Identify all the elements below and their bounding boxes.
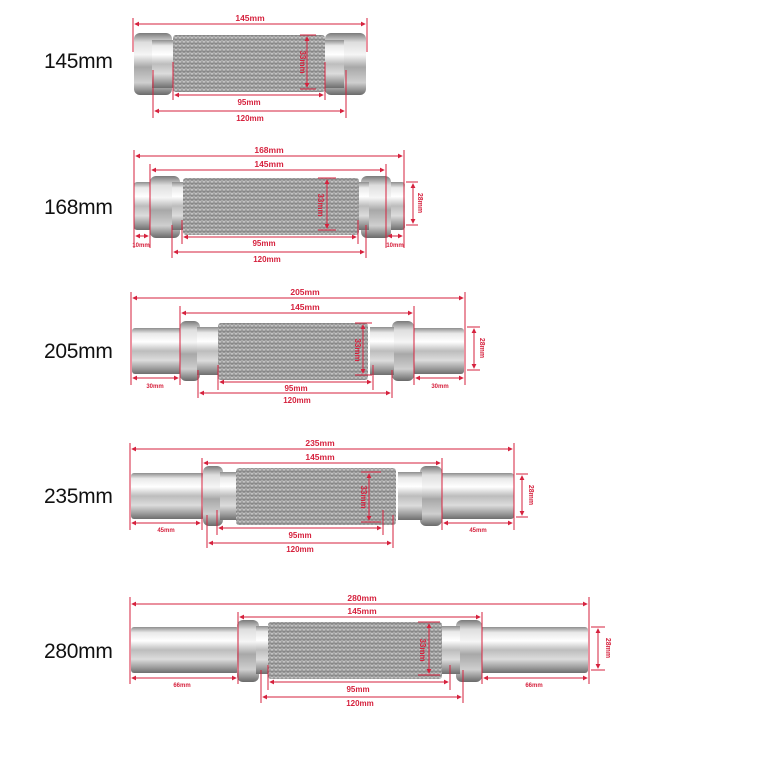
inner-length-label: 120mm (346, 699, 374, 708)
size-label-205: 205mm (44, 340, 113, 363)
grip-diameter-label: 33mm (359, 485, 368, 508)
overall-length-label: 235mm (305, 438, 335, 448)
left-end-length-label: 10mm (132, 243, 149, 249)
grip-diameter-label: 33mm (418, 638, 427, 661)
right-end-length-label: 66mm (525, 683, 542, 689)
right-end-length-label: 45mm (469, 528, 486, 534)
inner-length-label: 120mm (283, 396, 311, 405)
grip-diameter-label: 33mm (316, 193, 325, 216)
grip-diameter-label: 33mm (353, 338, 362, 361)
size-label-145: 145mm (44, 50, 113, 73)
handle-205: 205mm 145mm 30mm 30mm 95mm 120mm 33mm 28… (130, 287, 485, 405)
sleeve-length-label: 145mm (254, 159, 284, 169)
end-diameter-label: 28mm (478, 338, 485, 358)
sleeve-length-label: 145mm (305, 452, 335, 462)
handle-145: 145mm 95mm 120mm 33mm (132, 13, 368, 123)
knurl-length-label: 95mm (346, 685, 369, 694)
grip-diameter-label: 33mm (298, 50, 307, 73)
overall-length-label: 168mm (254, 145, 284, 155)
overall-length-label: 280mm (347, 593, 377, 603)
end-diameter-label: 28mm (604, 638, 611, 658)
left-end-length-label: 45mm (157, 528, 174, 534)
inner-length-label: 120mm (286, 545, 314, 554)
end-diameter-label: 28mm (527, 485, 534, 505)
knurl-length-label: 95mm (288, 531, 311, 540)
sleeve-length-label: 145mm (347, 606, 377, 616)
left-end-length-label: 66mm (173, 683, 190, 689)
right-end-length-label: 10mm (386, 243, 403, 249)
handle-235: 235mm 145mm 45mm 45mm 95mm 120mm 33mm 28… (129, 438, 534, 554)
size-label-280: 280mm (44, 640, 113, 663)
handle-168: 168mm 145mm 10mm 10mm 95mm 120mm 33mm 28… (132, 145, 423, 264)
sleeve-length-label: 145mm (290, 302, 320, 312)
overall-length-label: 145mm (235, 13, 265, 23)
handle-280: 280mm 145mm 66mm 66mm 95mm 120mm 33mm 28… (129, 593, 611, 708)
knurl-length-label: 95mm (237, 98, 260, 107)
end-diameter-label: 28mm (416, 193, 423, 213)
right-end-length-label: 30mm (431, 384, 448, 390)
size-label-168: 168mm (44, 196, 113, 219)
knurl-length-label: 95mm (284, 384, 307, 393)
left-end-length-label: 30mm (146, 384, 163, 390)
inner-length-label: 120mm (253, 255, 281, 264)
size-label-235: 235mm (44, 485, 113, 508)
knurl-length-label: 95mm (252, 239, 275, 248)
inner-length-label: 120mm (236, 114, 264, 123)
overall-length-label: 205mm (290, 287, 320, 297)
